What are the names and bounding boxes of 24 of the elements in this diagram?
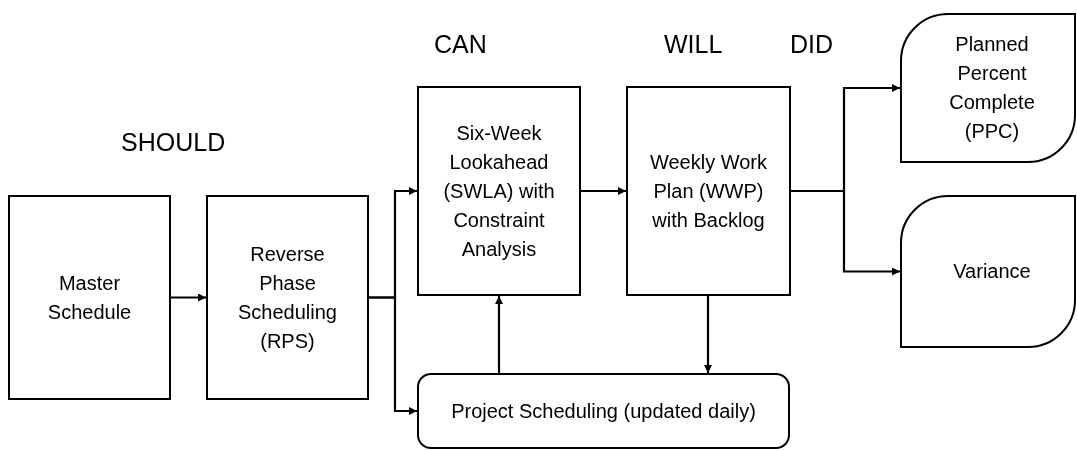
process-box (206, 195, 369, 400)
stage-label: CAN (434, 29, 487, 60)
box-label: Weekly Work Plan (WWP) with Backlog (648, 149, 769, 233)
box-label: Planned Percent Complete (PPC) (948, 32, 1036, 144)
box-label: Master Schedule (46, 270, 133, 325)
stage-label: WILL (664, 29, 723, 60)
process-box (8, 195, 171, 400)
stage-label: DID (790, 29, 834, 60)
arrow (369, 296, 417, 415)
process-box (626, 86, 791, 296)
box-label: Variance (953, 259, 1031, 284)
box-label: Project Scheduling (updated daily) (451, 398, 756, 424)
process-box (900, 13, 1076, 163)
process-box (417, 373, 790, 449)
arrow (495, 296, 503, 373)
box-label: Six-Week Lookahead (SWLA) with Constraint Analysis (442, 120, 556, 262)
arrow (171, 293, 206, 302)
arrow (704, 296, 712, 373)
process-box (417, 86, 581, 296)
box-label: Reverse Phase Scheduling (RPS) (237, 241, 338, 354)
arrow (581, 187, 626, 195)
stage-label: SHOULD (121, 127, 226, 158)
arrow (791, 189, 900, 276)
process-box (900, 195, 1076, 348)
